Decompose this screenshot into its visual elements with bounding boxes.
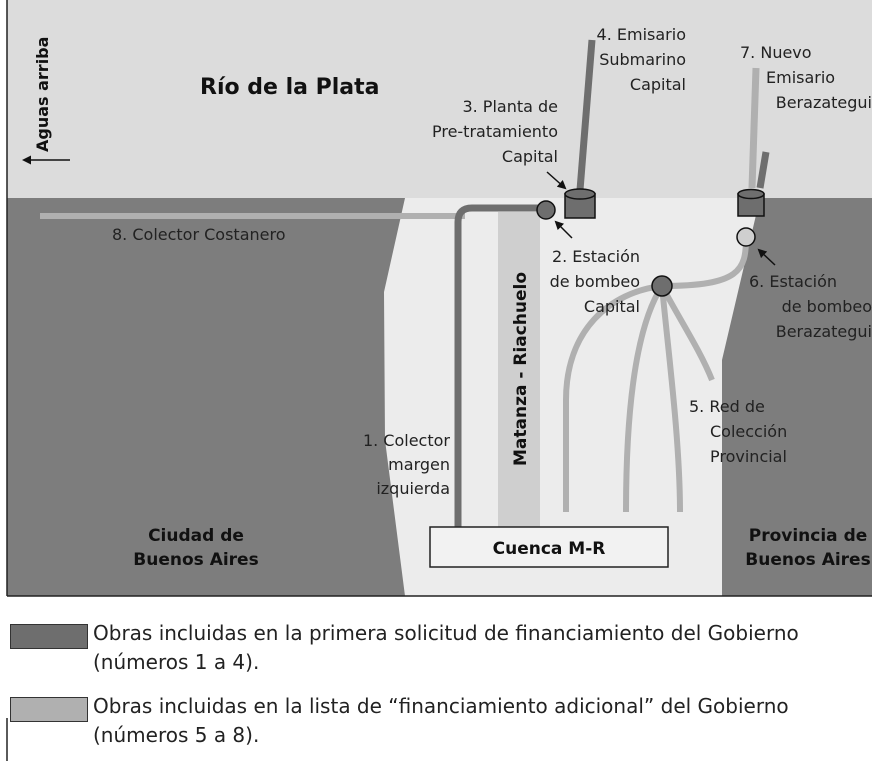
estacion-bombeo-provincial-node <box>651 275 673 297</box>
arrow-to-estacion-berazategui <box>757 248 776 266</box>
provincia-label-line-1: Provincia de <box>749 526 868 546</box>
label-w5-line-2: Colección <box>710 422 787 441</box>
legend-swatch-initial <box>10 624 88 649</box>
label-w8: 8. Colector Costanero <box>112 225 286 244</box>
legend-initial-line-1: Obras incluidas en la primera solicitud … <box>93 621 799 645</box>
label-w3-line-3: Capital <box>502 147 558 166</box>
pipe-to-berazategui-station <box>661 237 749 289</box>
legend-item-initial: Obras incluidas en la primera solicitud … <box>93 619 799 677</box>
river-label: Matanza - Riachuelo <box>511 272 531 466</box>
emisario-submarino-capital-pipe <box>576 39 596 191</box>
red-coleccion-provincial-pipes <box>563 283 715 513</box>
label-w6-line-1: 6. Estación <box>749 272 837 291</box>
matanza-riachuelo-river <box>498 212 540 552</box>
label-w5-line-1: 5. Red de <box>689 397 765 416</box>
legend-initial-line-2: (números 1 a 4). <box>93 650 260 674</box>
provincia-label-line-2: Buenos Aires <box>745 550 870 570</box>
legend-additional-line-2: (números 5 a 8). <box>93 723 260 747</box>
label-w1-line-3: izquierda <box>376 479 450 498</box>
planta-berazategui <box>737 188 765 217</box>
upstream-label: Aguas arriba <box>33 37 52 152</box>
label-w4-line-3: Capital <box>630 75 686 94</box>
label-w2-line-3: Capital <box>584 297 640 316</box>
planta-pretratamiento-capital <box>564 188 596 219</box>
label-w1-line-1: 1. Colector <box>363 431 450 450</box>
ciudad-label-line-1: Ciudad de <box>148 526 244 546</box>
label-w6-line-2: de bombeo <box>782 297 872 316</box>
existing-berazategui-outfall-pipe <box>756 151 770 189</box>
cuenca-box <box>429 526 669 568</box>
label-w3-line-1: 3. Planta de <box>462 97 558 116</box>
label-w4-line-2: Submarino <box>599 50 686 69</box>
label-w3-line-2: Pre-tratamiento <box>432 122 558 141</box>
label-w4-line-1: 4. Emisario <box>597 25 686 44</box>
legend-swatch-additional <box>10 697 88 722</box>
label-w7-line-1: 7. Nuevo <box>740 43 812 62</box>
cuenca-label: Cuenca M-R <box>493 539 606 559</box>
label-w6-line-3: Berazategui <box>776 322 872 341</box>
nuevo-emisario-berazategui-pipe <box>748 67 760 189</box>
colector-margen-izquierda-pipe <box>454 204 546 552</box>
label-w7-line-3: Berazategui <box>776 93 872 112</box>
label-w1-line-2: margen <box>388 455 450 474</box>
estacion-bombeo-capital <box>536 200 556 220</box>
ciudad-label-line-2: Buenos Aires <box>133 550 258 570</box>
legend-additional-line-1: Obras incluidas en la lista de “financia… <box>93 694 789 718</box>
arrow-to-planta <box>546 171 567 190</box>
label-w7-line-2: Emisario <box>766 68 835 87</box>
label-w5-line-3: Provincial <box>710 447 787 466</box>
label-w2-line-1: 2. Estación <box>552 247 640 266</box>
label-w2-line-2: de bombeo <box>550 272 640 291</box>
estacion-bombeo-berazategui <box>736 227 756 247</box>
water-body-label: Río de la Plata <box>200 75 380 100</box>
arrow-to-estacion-capital <box>554 220 573 239</box>
water-area <box>7 0 872 200</box>
legend-item-additional: Obras incluidas en la lista de “financia… <box>93 692 789 750</box>
